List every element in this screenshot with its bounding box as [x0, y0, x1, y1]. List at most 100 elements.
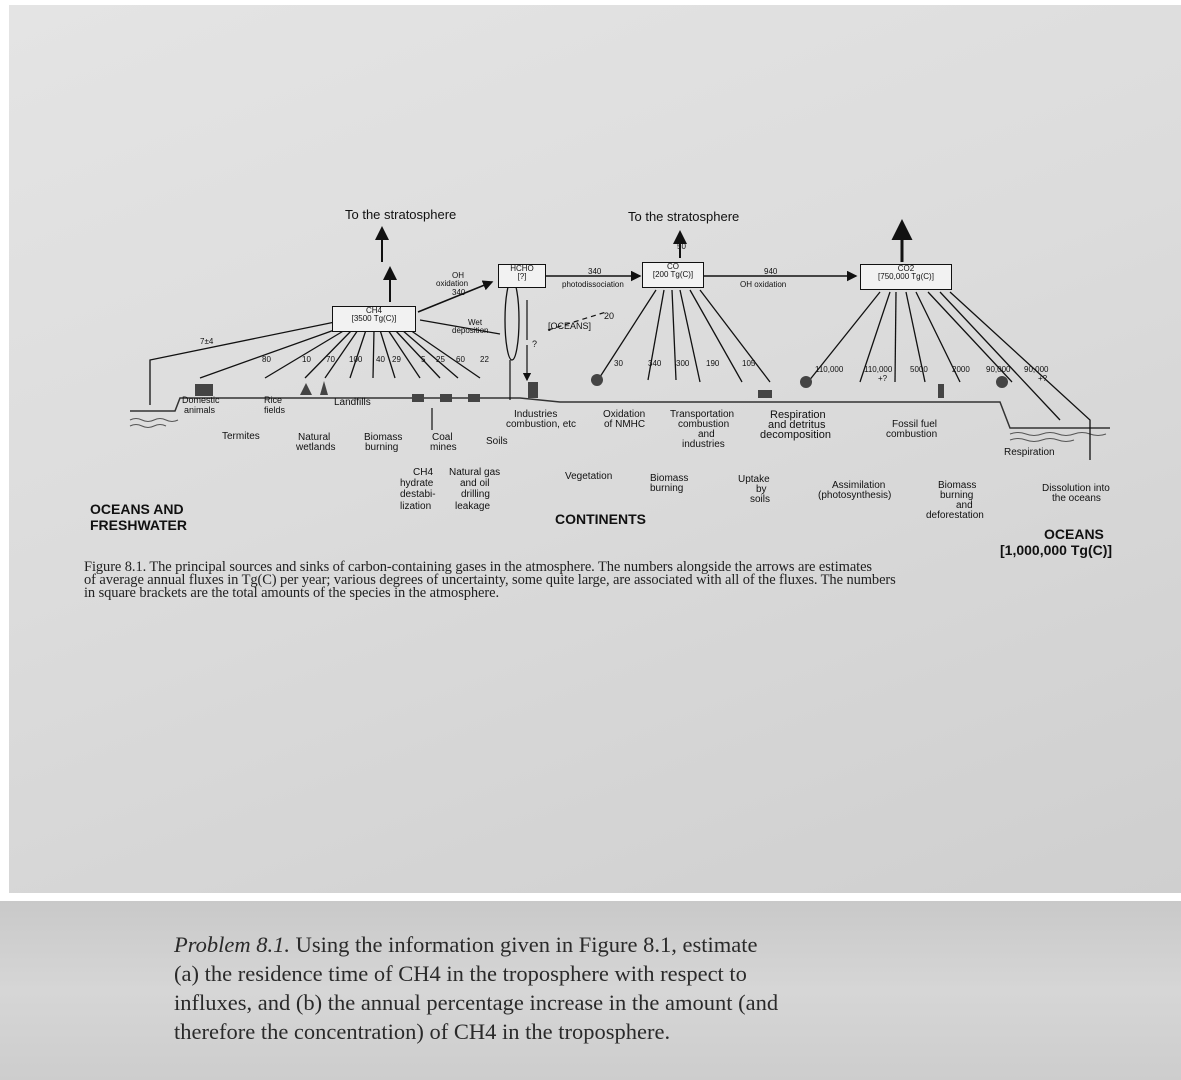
source-biomass-burning-co-2: burning — [650, 483, 684, 494]
ch4-source-arrows — [149, 321, 481, 405]
source-domestic-animals-1: Domestic — [182, 395, 220, 405]
co-box: CO [200 Tg(C)] — [642, 262, 704, 288]
co-flux-arrows — [597, 289, 771, 383]
co-box-species: CO — [667, 262, 679, 271]
flux-value: 340 — [648, 359, 662, 368]
stratosphere-label-right: To the stratosphere — [628, 209, 740, 224]
oceans-flux-value: 20 — [604, 311, 615, 321]
sink-uptake-soils-2: by — [756, 484, 767, 495]
flux-value: 60 — [456, 355, 465, 364]
flux-value: 100 — [349, 355, 363, 364]
flux-value: 105 — [742, 359, 756, 368]
problem-line-4: therefore the concentration) of CH4 in t… — [174, 1019, 671, 1044]
problem-line-2: (a) the residence time of CH4 in the tro… — [174, 961, 747, 986]
co-box-amount: [200 Tg(C)] — [652, 270, 694, 280]
oh-oxidation-label-2: oxidation — [436, 279, 469, 288]
problem-line-1: Problem 8.1. Using the information given… — [174, 930, 994, 959]
flux-value: 30 — [614, 359, 623, 368]
photodissociation-value: 340 — [588, 267, 602, 276]
source-oxidation-nmhc-1: Oxidation — [603, 409, 646, 420]
source-natural-gas-3: drilling — [461, 489, 490, 500]
water-left — [129, 418, 179, 428]
source-transportation-4: industries — [682, 439, 725, 450]
source-natural-gas-4: leakage — [455, 501, 491, 512]
co2-flux-arrows — [807, 291, 1091, 460]
co-stratosphere-value: 50 — [677, 242, 686, 251]
water-right — [1009, 432, 1107, 442]
problem-label: Problem 8.1. — [174, 932, 291, 957]
ground-line — [130, 397, 1110, 429]
flux-value: 10 — [302, 355, 311, 364]
region-oceans-1: OCEANS — [1044, 526, 1104, 542]
source-biomass-burning-ch4-1: Biomass — [364, 432, 403, 443]
region-continents: CONTINENTS — [555, 511, 646, 527]
flux-value: 25 — [436, 355, 445, 364]
source-fossil-fuel-1: Fossil fuel — [892, 419, 938, 430]
flux-value: 80 — [262, 355, 271, 364]
source-coal-mines-1: Coal — [432, 432, 453, 443]
sink-assimilation-1: Assimilation — [832, 480, 886, 491]
stratosphere-label-left: To the stratosphere — [345, 207, 457, 222]
photodissociation-label: photodissociation — [562, 280, 624, 289]
source-oxidation-nmhc-2: of NMHC — [604, 419, 646, 430]
co2-box: CO2 [750,000 Tg(C)] — [860, 264, 952, 290]
sink-uptake-soils-1: Uptake — [738, 474, 770, 485]
region-oceans-freshwater-1: OCEANS AND — [90, 501, 184, 517]
arrow-oceans — [547, 311, 607, 331]
source-respiration-detritus-1: Respiration — [770, 409, 826, 421]
arrow-wet-deposition — [419, 319, 501, 335]
source-ch4-hydrate-2: hydrate — [400, 478, 434, 489]
source-termites: Termites — [222, 431, 260, 442]
flux-value-uncertainty: +? — [1038, 374, 1048, 383]
source-soils: Soils — [486, 436, 508, 447]
wet-deposition-label-1: Wet — [468, 318, 483, 327]
oceans-bracket-label: [OCEANS] — [548, 321, 592, 331]
ch4-box-amount: [3500 Tg(C)] — [351, 314, 397, 324]
source-coal-mines-2: mines — [430, 442, 457, 453]
problem-statement: Problem 8.1. Using the information given… — [174, 930, 994, 1046]
flux-value: 22 — [480, 355, 489, 364]
source-ch4-hydrate-3: destabi- — [400, 489, 436, 500]
ch4-box-species: CH4 — [365, 306, 382, 315]
source-industries-2: combustion, etc — [506, 419, 577, 430]
region-oceans-freshwater-2: FRESHWATER — [90, 517, 187, 533]
oh-oxidation-value: 340 — [452, 288, 466, 297]
caption-line: in square brackets are the total amounts… — [84, 585, 499, 601]
source-biomass-deforestation-2: burning — [940, 490, 974, 501]
source-ch4-hydrate-1: CH4 — [413, 467, 434, 478]
source-respiration-detritus-3: decomposition — [760, 429, 831, 441]
flux-value: 110,000 — [815, 365, 844, 374]
flux-value: 5000 — [910, 365, 928, 374]
source-domestic-animals-2: animals — [184, 405, 216, 415]
caption-line: Figure 8.1. The principal sources and si… — [84, 559, 872, 575]
source-vegetation: Vegetation — [565, 471, 613, 482]
co2-box-species: CO2 — [897, 264, 915, 273]
source-biomass-deforestation-3: and — [956, 500, 973, 511]
source-transportation-1: Transportation — [670, 409, 735, 420]
sink-assimilation-2: (photosynthesis) — [818, 490, 892, 501]
source-respiration-detritus-2: and detritus — [768, 419, 826, 431]
flux-value: 7±4 — [200, 337, 214, 346]
problem-line-1-text: Using the information given in Figure 8.… — [295, 932, 758, 957]
flux-value: 2000 — [952, 365, 970, 374]
problem-line-3: influxes, and (b) the annual percentage … — [174, 990, 779, 1015]
flux-value: 90,000 — [986, 365, 1011, 374]
source-biomass-burning-ch4-2: burning — [365, 442, 399, 453]
source-natural-gas-2: and oil — [460, 478, 490, 489]
source-natural-wetlands-1: Natural — [298, 432, 331, 443]
sink-uptake-soils-3: soils — [750, 494, 771, 505]
flux-value: 90,000 — [1024, 365, 1049, 374]
ch4-box: CH4 [3500 Tg(C)] — [332, 306, 416, 332]
flux-value: 70 — [326, 355, 335, 364]
source-landfills: Landfills — [334, 397, 371, 408]
wet-deposition-label-2: deposition — [452, 326, 489, 335]
co-oh-oxidation-value: 940 — [764, 267, 778, 276]
ground-icons — [195, 374, 1008, 402]
region-oceans-2: [1,000,000 Tg(C)] — [1000, 542, 1113, 558]
flux-value: 40 — [376, 355, 385, 364]
arrow-ch4-oxidation — [417, 280, 494, 313]
question-mark: ? — [532, 339, 538, 349]
source-natural-wetlands-2: wetlands — [296, 442, 336, 453]
source-fossil-fuel-2: combustion — [886, 429, 938, 440]
sink-dissolution-2: the oceans — [1052, 493, 1101, 504]
